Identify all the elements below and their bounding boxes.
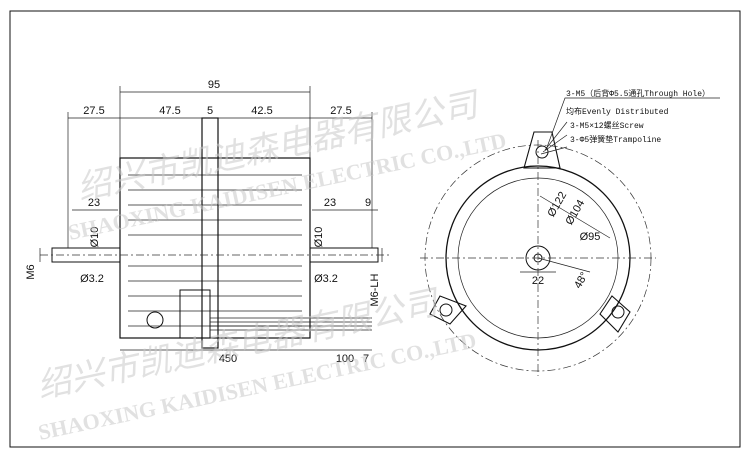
dim-lead-tip: 7 (363, 353, 369, 365)
dim-dia-122: Ø122 (545, 190, 569, 219)
dim-lead-length: 450 (219, 353, 237, 365)
side-view: 95 27.5 47.5 5 42.5 27.5 23 23 9 Ø10 Ø10… (25, 79, 390, 365)
dim-lead-strip: 100 (336, 353, 354, 365)
dim-offset-22: 22 (532, 275, 544, 287)
dim-mid-right: 42.5 (251, 105, 272, 117)
dim-right-9: 9 (365, 197, 371, 209)
note-through-hole: 3-M5（后背Φ5.5通孔Through Hole） (566, 88, 710, 99)
note-screw: 3-M5×12螺丝Screw (570, 120, 644, 131)
dim-right-23: 23 (324, 197, 336, 209)
dimension-lines (39, 86, 383, 351)
drawing-frame (9, 10, 741, 448)
watermark: 绍兴市凯迪森电器有限公司 绍兴市凯迪森电器有限公司 SHAOXING KAIDI… (34, 84, 509, 445)
dim-shaft-dia-left: Ø10 (89, 227, 101, 248)
note-evenly-distributed: 均布Evenly Distributed (566, 106, 669, 117)
terminal-box (179, 289, 211, 339)
leader-lines (520, 97, 720, 273)
dim-overall-width: 95 (208, 79, 220, 91)
dim-hole-left: Ø3.2 (80, 273, 104, 285)
dim-left-23: 23 (88, 197, 100, 209)
dim-left-shaft: 27.5 (83, 105, 104, 117)
cable-gland (146, 311, 164, 329)
dim-mid-left: 47.5 (159, 105, 180, 117)
mounting-lugs (429, 131, 631, 333)
dim-right-shaft: 27.5 (330, 105, 351, 117)
dim-thread-right: M6-LH (369, 273, 381, 306)
dim-shaft-dia-right: Ø10 (313, 227, 325, 248)
lead-wires (210, 317, 372, 331)
dim-hole-right: Ø3.2 (314, 273, 338, 285)
dim-dia-95: Ø95 (580, 231, 601, 243)
dim-center: 5 (207, 105, 213, 117)
dim-angle-48: 48° (572, 270, 591, 290)
dim-thread-left: M6 (25, 264, 37, 279)
note-spring-washer: 3-Φ5弹簧垫Trampoline (570, 134, 661, 145)
